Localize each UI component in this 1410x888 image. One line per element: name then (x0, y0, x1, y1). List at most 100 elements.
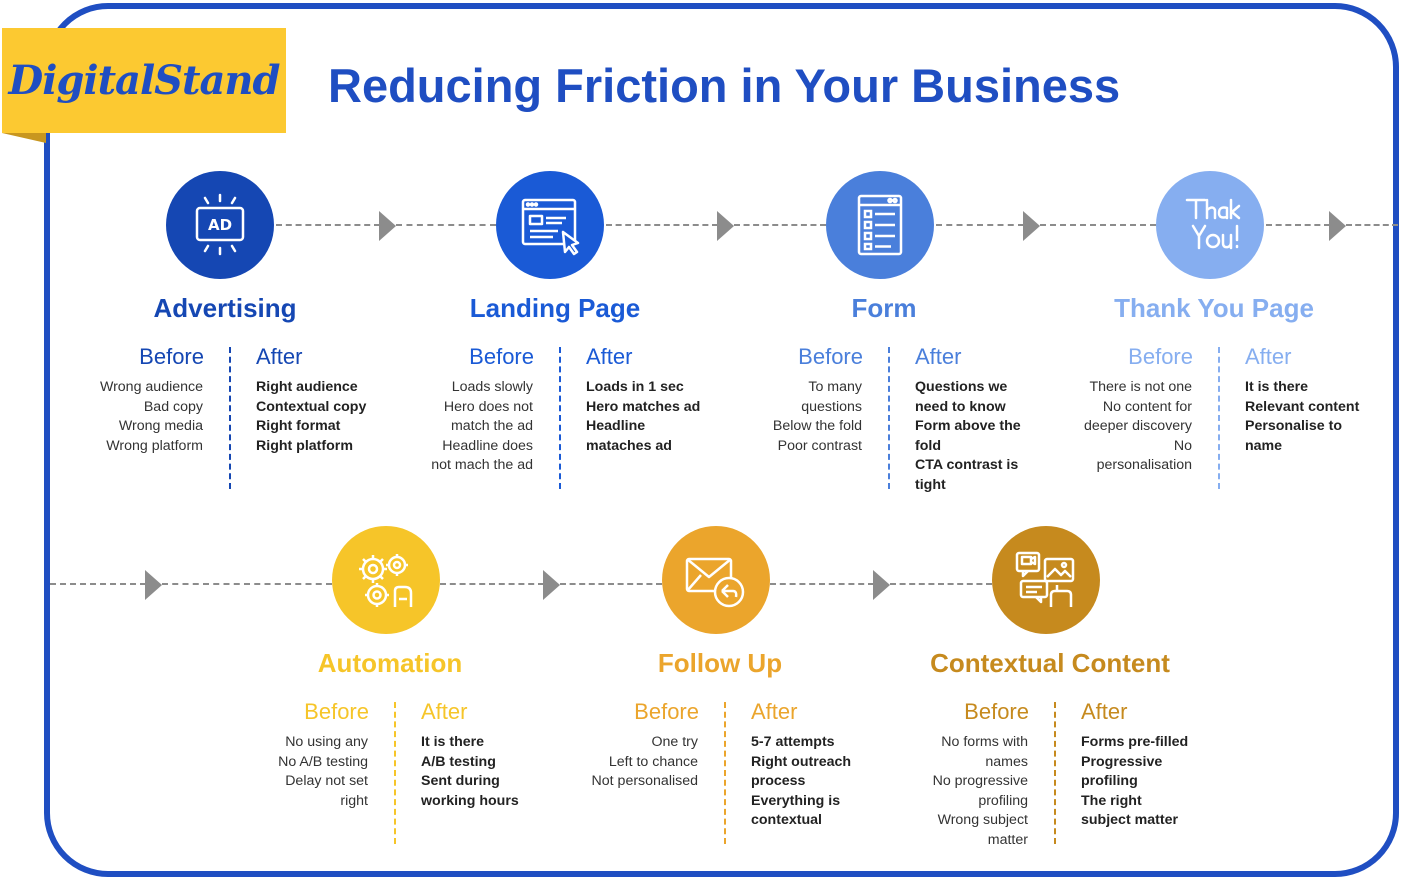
connector-line (936, 224, 1024, 226)
stage-title-thank-you-page: Thank You Page (1114, 293, 1314, 323)
list-item: need to know (915, 398, 1006, 415)
ad-icon: AD (195, 193, 245, 256)
form-icon (857, 194, 903, 256)
list-item: matter (987, 831, 1028, 848)
before-heading: Before (634, 699, 699, 724)
page-frame (44, 3, 1399, 877)
list-item: Wrong media (118, 418, 203, 434)
divider (559, 347, 561, 489)
list-item: Below the fold (772, 418, 862, 434)
connector-arrow (379, 211, 396, 241)
list-item: Headline does (442, 437, 533, 454)
after-list-thank-you-page: It is there Relevant content Personalise… (1245, 378, 1385, 456)
divider (724, 702, 726, 844)
connector-line (1040, 224, 1156, 226)
before-heading: Before (964, 699, 1029, 724)
list-item: No progressive (932, 773, 1028, 789)
after-heading: After (1245, 344, 1292, 369)
list-item: Poor contrast (777, 437, 862, 454)
after-list-form: Questions we need to know Form above the… (915, 378, 1055, 495)
list-item: No content for (1102, 398, 1192, 415)
list-item: One try (651, 734, 698, 750)
list-item: match the ad (450, 418, 533, 434)
after-heading: After (421, 699, 468, 724)
list-item: There is not one (1089, 379, 1192, 395)
stage-title-automation: Automation (317, 648, 463, 678)
before-list-thank-you-page: There is not one No content for deeper d… (1042, 378, 1192, 476)
list-item: No forms with (941, 734, 1028, 750)
list-item: name (1245, 437, 1283, 454)
after-heading: After (915, 344, 962, 369)
svg-text:AD: AD (208, 216, 232, 234)
before-list-automation: No using any No A/B testing Delay not se… (218, 733, 368, 811)
logo: DigitalStand (8, 57, 281, 104)
list-item: profiling (1081, 773, 1138, 789)
after-list-contextual-content: Forms pre-filled Progressive profiling T… (1081, 733, 1221, 831)
list-item: questions (801, 398, 862, 415)
list-item: mataches ad (586, 437, 672, 454)
list-item: deeper discovery (1083, 418, 1192, 434)
list-item: tight (915, 476, 946, 493)
list-item: Left to chance (608, 753, 698, 770)
before-heading: Before (798, 344, 863, 369)
landing-page-circle (496, 171, 604, 279)
before-list-follow-up: One try Left to chance Not personalised (548, 733, 698, 792)
divider (394, 702, 396, 844)
automation-circle (332, 526, 440, 634)
list-item: Delay not set (285, 773, 368, 789)
list-item: Relevant content (1245, 398, 1360, 415)
connector-line (276, 224, 380, 226)
divider (1218, 347, 1220, 489)
after-list-automation: It is there A/B testing Sent during work… (421, 733, 561, 811)
stage-title-contextual-content: Contextual Content (930, 648, 1170, 678)
list-item: To many (808, 379, 862, 395)
list-item: It is there (1245, 379, 1309, 395)
list-item: contextual (751, 812, 822, 828)
list-item: Hero matches ad (586, 398, 701, 415)
list-item: Headline (586, 418, 646, 434)
after-heading: After (1081, 699, 1128, 724)
before-heading: Before (139, 344, 204, 369)
contextual-content-circle (992, 526, 1100, 634)
after-heading: After (256, 344, 303, 369)
connector-line (396, 224, 496, 226)
connector-line (560, 583, 662, 585)
list-item: fold (915, 437, 941, 454)
list-item: Sent during (421, 773, 500, 789)
stage-title-landing-page: Landing Page (469, 293, 641, 323)
list-item: No (1173, 437, 1192, 454)
list-item: Form above the (915, 418, 1021, 434)
email-reply-icon (685, 557, 745, 608)
stage-title-advertising: Advertising (153, 293, 297, 323)
list-item: Personalise to (1245, 418, 1342, 434)
connector-line (440, 583, 544, 585)
before-heading: Before (1128, 344, 1193, 369)
before-list-landing-page: Loads slowly Hero does not match the ad … (383, 378, 533, 476)
list-item: The right (1081, 792, 1142, 809)
connector-arrow (543, 570, 560, 600)
list-item: Progressive (1081, 753, 1163, 770)
page-title: Reducing Friction in Your Business (328, 59, 1121, 112)
content-chat-icon (1015, 551, 1075, 607)
list-item: process (751, 773, 806, 789)
after-heading: After (751, 699, 798, 724)
list-item: Hero does not (443, 398, 533, 415)
connector-line (770, 583, 874, 585)
connector-line (1346, 224, 1398, 226)
divider (888, 347, 890, 489)
form-circle (826, 171, 934, 279)
before-list-contextual-content: No forms with names No progressive profi… (878, 733, 1028, 850)
after-heading: After (586, 344, 633, 369)
list-item: Loads in 1 sec (586, 379, 684, 395)
divider (1054, 702, 1056, 844)
list-item: Loads slowly (451, 379, 533, 395)
connector-arrow (1023, 211, 1040, 241)
before-heading: Before (469, 344, 534, 369)
logo-banner-fold (2, 133, 46, 143)
gears-icon (359, 554, 413, 607)
before-heading: Before (304, 699, 369, 724)
connector-line (890, 583, 992, 585)
connector-line (1266, 224, 1330, 226)
list-item: Wrong audience (99, 379, 203, 395)
list-item: No using any (285, 734, 368, 750)
